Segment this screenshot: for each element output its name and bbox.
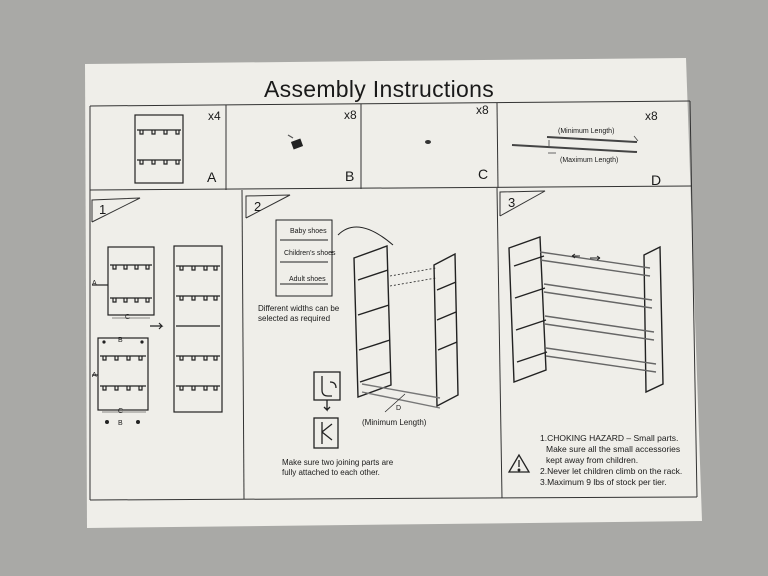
part-c-letter: C [478,166,489,182]
width-children-label: Children's shoes [284,250,336,257]
warning-line-1: 1.CHOKING HAZARD – Small parts. [540,433,679,443]
part-a-qty: x4 [208,109,221,123]
step1-label-c-top: C [125,314,131,321]
step2-rack [353,245,459,413]
step1-panels [92,245,223,413]
step1-label-b-bottom: B [118,420,123,427]
join-note-line-2: fully attached to each other. [282,468,380,477]
part-d-letter: D [651,172,662,188]
step-3-number: 3 [508,195,516,210]
part-a-letter: A [207,169,217,185]
warning-line-5: 3.Maximum 9 lbs of stock per tier. [540,477,667,487]
page-title: Assembly Instructions [264,76,494,102]
part-d-min-label: (Minimum Length) [558,128,615,135]
step3-rack [508,236,664,394]
table-grid [89,100,698,501]
part-b-letter: B [345,168,355,184]
part-c-qty: x8 [476,103,489,117]
widths-note-line-1: Different widths can be [258,304,340,313]
part-c-cap [425,140,431,144]
paper [85,58,702,528]
step1-label-b-top: B [118,337,123,344]
part-d-tubes [511,136,638,153]
width-adult-label: Adult shoes [289,276,326,283]
step1-label-c-bottom: C [118,408,124,415]
step1-caps [102,340,144,424]
width-baby-label: Baby shoes [290,228,327,235]
warning-line-3: kept away from children. [546,455,639,465]
step2-joint-detail [313,371,341,449]
step-2-number: 2 [254,199,262,214]
widths-note-line-2: selected as required [258,314,331,323]
step2-widths-box [275,219,394,297]
warning-icon [507,453,531,473]
step1-label-a-top: A [92,280,97,287]
step1-label-a-bottom: A [92,372,97,379]
part-b-qty: x8 [344,108,357,122]
step2-min-length: (Minimum Length) [362,418,427,427]
part-d-max-label: (Maximum Length) [560,157,619,164]
part-d-arrows [548,135,639,154]
step2-d-label: D [396,405,402,412]
step-1-number: 1 [99,202,107,217]
part-d-qty: x8 [645,109,658,123]
step-corners [91,190,546,223]
warning-line-4: 2.Never let children climb on the rack. [540,466,683,476]
join-note-line-1: Make sure two joining parts are [282,458,394,467]
part-b-connector [287,134,304,150]
warning-line-2: Make sure all the small accessories [546,444,681,454]
part-a-panel [134,114,184,184]
